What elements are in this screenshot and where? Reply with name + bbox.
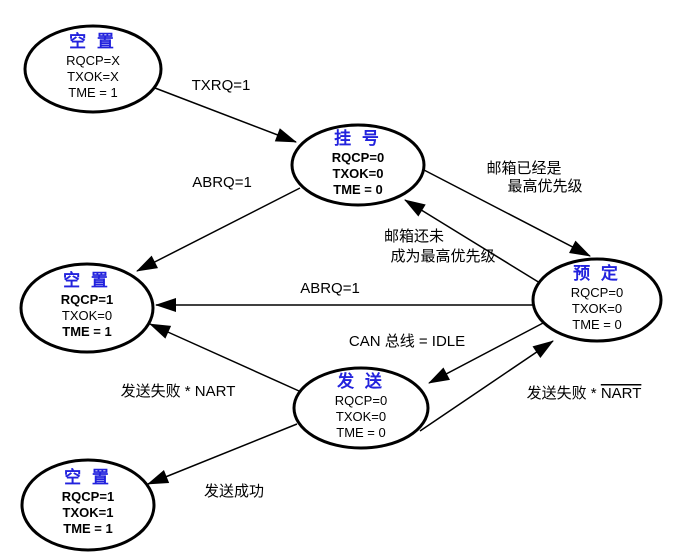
- transition-label-fail-not-nart-overlined: NART: [601, 385, 642, 402]
- transition-arrow-can-idle: [428, 321, 546, 384]
- state-field-tme: TME = 0: [572, 317, 622, 332]
- transition-label-highest-priority-line2: 最高优先级: [507, 178, 582, 195]
- transition-arrow-txrq: [154, 87, 297, 143]
- state-field-txok: TXOK=X: [67, 69, 119, 84]
- state-empty-mid: 空 置 RQCP=1 TXOK=0 TME = 1: [19, 262, 155, 354]
- state-name-empty-bottom: 空 置: [64, 467, 112, 487]
- state-name-pending: 挂 号: [334, 128, 382, 148]
- state-field-rqcp: RQCP=0: [332, 150, 384, 165]
- state-name-empty-top: 空 置: [69, 31, 117, 51]
- state-ellipse-empty-bottom: [20, 458, 156, 552]
- state-pending: 挂 号 RQCP=0 TXOK=0 TME = 0: [290, 123, 426, 207]
- transition-label-highest-priority-line1: 邮箱已经是: [486, 160, 561, 177]
- transition-label-fail-not-nart-prefix: 发送失败 *: [527, 385, 601, 402]
- state-field-tme: TME = 1: [68, 85, 118, 100]
- state-transmit: 发 送 RQCP=0 TXOK=0 TME = 0: [292, 366, 430, 450]
- state-field-rqcp: RQCP=X: [66, 53, 120, 68]
- state-scheduled: 预 定 RQCP=0 TXOK=0 TME = 0: [531, 257, 663, 343]
- transition-arrow-success: [147, 423, 298, 485]
- transition-label-success: 发送成功: [204, 483, 264, 500]
- state-field-tme: TME = 1: [62, 324, 112, 339]
- transition-arrow-abrq-pending: [136, 187, 301, 272]
- transition-arrow-fail-nart: [149, 323, 300, 392]
- state-name-transmit: 发 送: [336, 371, 385, 391]
- state-ellipse-pending: [290, 123, 426, 207]
- state-field-rqcp: RQCP=0: [571, 285, 623, 300]
- state-ellipse-empty-top: [23, 24, 163, 114]
- state-ellipse-empty-mid: [19, 262, 155, 354]
- state-field-tme: TME = 0: [336, 425, 386, 440]
- transition-label-fail-not-nart: 发送失败 * NART: [527, 385, 642, 402]
- state-name-scheduled: 预 定: [573, 263, 621, 283]
- state-field-txok: TXOK=1: [63, 505, 114, 520]
- transition-arrow-highest-priority: [423, 169, 591, 257]
- transition-label-fail-nart: 发送失败 * NART: [121, 383, 236, 400]
- transition-label-txrq: TXRQ=1: [192, 77, 251, 94]
- transition-label-not-highest-line2: 成为最高优先级: [390, 248, 495, 265]
- state-ellipse-scheduled: [531, 257, 663, 343]
- state-field-txok: TXOK=0: [572, 301, 622, 316]
- state-field-rqcp: RQCP=0: [335, 393, 387, 408]
- state-field-txok: TXOK=0: [336, 409, 386, 424]
- state-ellipse-transmit: [292, 366, 430, 450]
- transition-label-abrq-scheduled: ABRQ=1: [300, 280, 360, 297]
- state-field-txok: TXOK=0: [333, 166, 384, 181]
- state-field-tme: TME = 0: [333, 182, 383, 197]
- transition-arrow-not-highest-priority: [404, 199, 541, 284]
- state-name-empty-mid: 空 置: [63, 270, 111, 290]
- transition-label-can-idle: CAN 总线 = IDLE: [349, 333, 465, 350]
- state-field-txok: TXOK=0: [62, 308, 112, 323]
- transition-label-not-highest-line1: 邮箱还未: [384, 228, 444, 245]
- state-field-rqcp: RQCP=1: [62, 489, 114, 504]
- state-empty-top: 空 置 RQCP=X TXOK=X TME = 1: [23, 24, 163, 114]
- state-field-rqcp: RQCP=1: [61, 292, 113, 307]
- transition-label-abrq-pending: ABRQ=1: [192, 174, 252, 191]
- state-field-tme: TME = 1: [63, 521, 113, 536]
- state-empty-bottom: 空 置 RQCP=1 TXOK=1 TME = 1: [20, 458, 156, 552]
- transition-arrow-fail-not-nart: [419, 340, 554, 432]
